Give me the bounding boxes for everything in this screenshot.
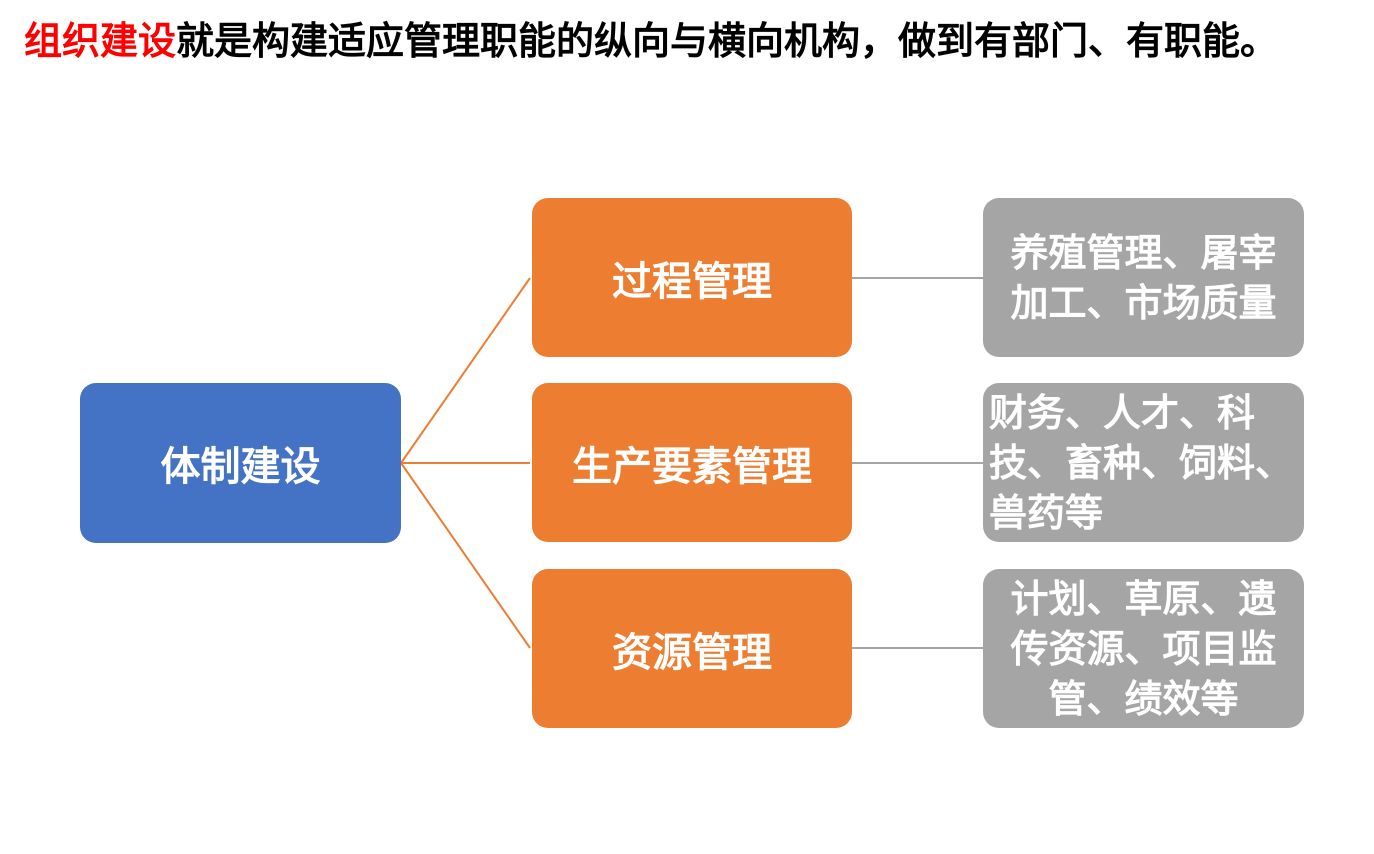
branch-node-label: 资源管理 [612,629,772,676]
leaf-node-production-factors-detail: 财务、人才、科技、畜种、饲料、兽药等 [983,383,1304,542]
branch-node-label: 过程管理 [612,258,772,305]
title-highlight: 组织建设 [24,19,177,63]
root-node-label: 体制建设 [160,444,321,490]
leaf-node-resources-detail: 计划、草原、遗传资源、项目监管、绩效等 [983,569,1304,728]
root-node: 体制建设 [80,383,401,543]
connector-root-branch-1 [400,277,531,464]
leaf-node-text: 财务、人才、科技、畜种、饲料、兽药等 [989,390,1294,535]
branch-node-label: 生产要素管理 [572,443,812,490]
connector-root-branch-3 [400,462,531,649]
branch-node-resources: 资源管理 [532,569,852,728]
branch-node-production-factors: 生产要素管理 [532,383,852,542]
leaf-node-process-detail: 养殖管理、屠宰加工、市场质量 [983,198,1304,357]
branch-node-process: 过程管理 [532,198,852,357]
title-rest: 就是构建适应管理职能的纵向与横向机构，做到有部门、有职能。 [176,19,1279,63]
leaf-node-text: 养殖管理、屠宰加工、市场质量 [1010,230,1277,325]
page-title: 组织建设就是构建适应管理职能的纵向与横向机构，做到有部门、有职能。 [24,14,1364,68]
leaf-node-text: 计划、草原、遗传资源、项目监管、绩效等 [1010,576,1277,721]
